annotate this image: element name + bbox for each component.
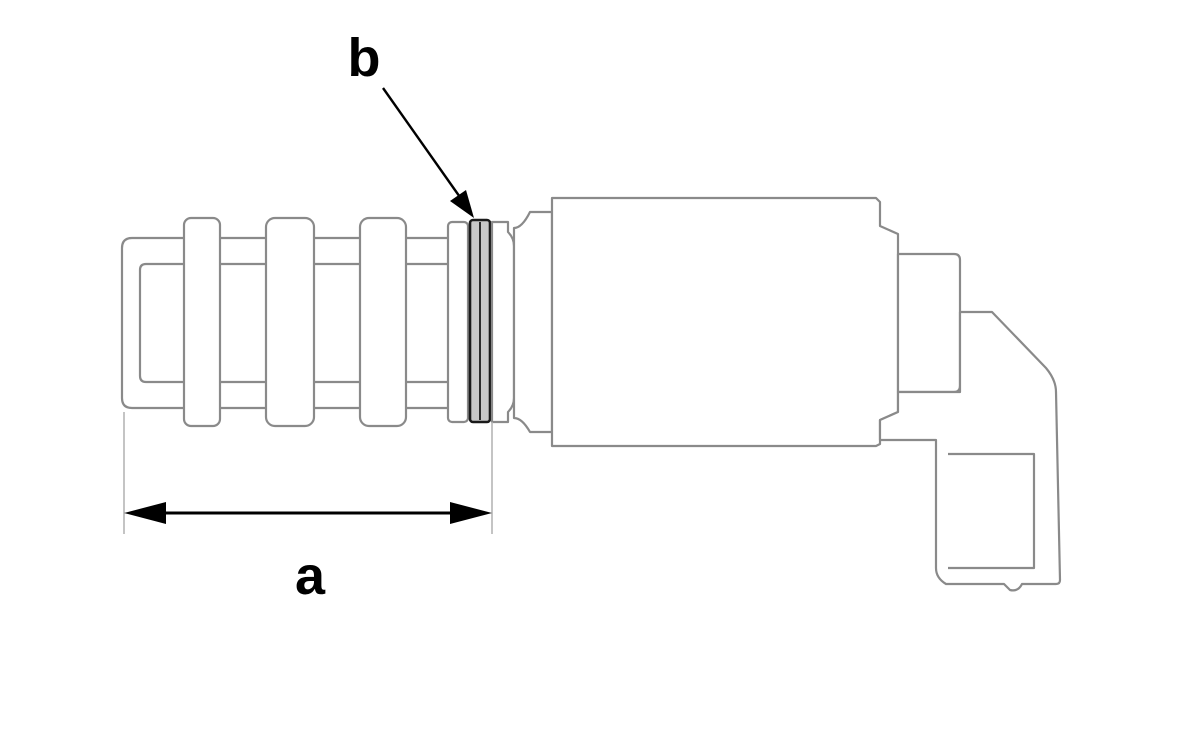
electrical-connector <box>878 310 1062 592</box>
leader-arrow-b <box>450 190 474 218</box>
solenoid-body <box>550 196 900 448</box>
dimension-arrow-left <box>124 502 166 524</box>
rear-cap <box>896 252 962 394</box>
neck-flange <box>512 210 554 434</box>
neck-collar <box>490 220 516 424</box>
callout-label-b: b <box>348 28 381 88</box>
callout-b: b <box>348 28 474 218</box>
spool-tip-window <box>138 262 186 384</box>
connector-socket <box>948 452 1036 570</box>
valve-neck <box>490 210 554 434</box>
spool-land-2 <box>264 216 316 428</box>
dimension-label-a: a <box>295 546 326 606</box>
valve-spool <box>120 216 470 428</box>
o-ring-seal <box>468 218 492 424</box>
spool-land-4 <box>446 220 470 424</box>
spool-land-3 <box>358 216 408 428</box>
spool-land-1 <box>182 216 222 428</box>
dimension-a: a <box>123 412 493 606</box>
connector-housing <box>878 310 1062 592</box>
leader-line-b <box>382 87 463 201</box>
dimension-arrow-right <box>450 502 492 524</box>
